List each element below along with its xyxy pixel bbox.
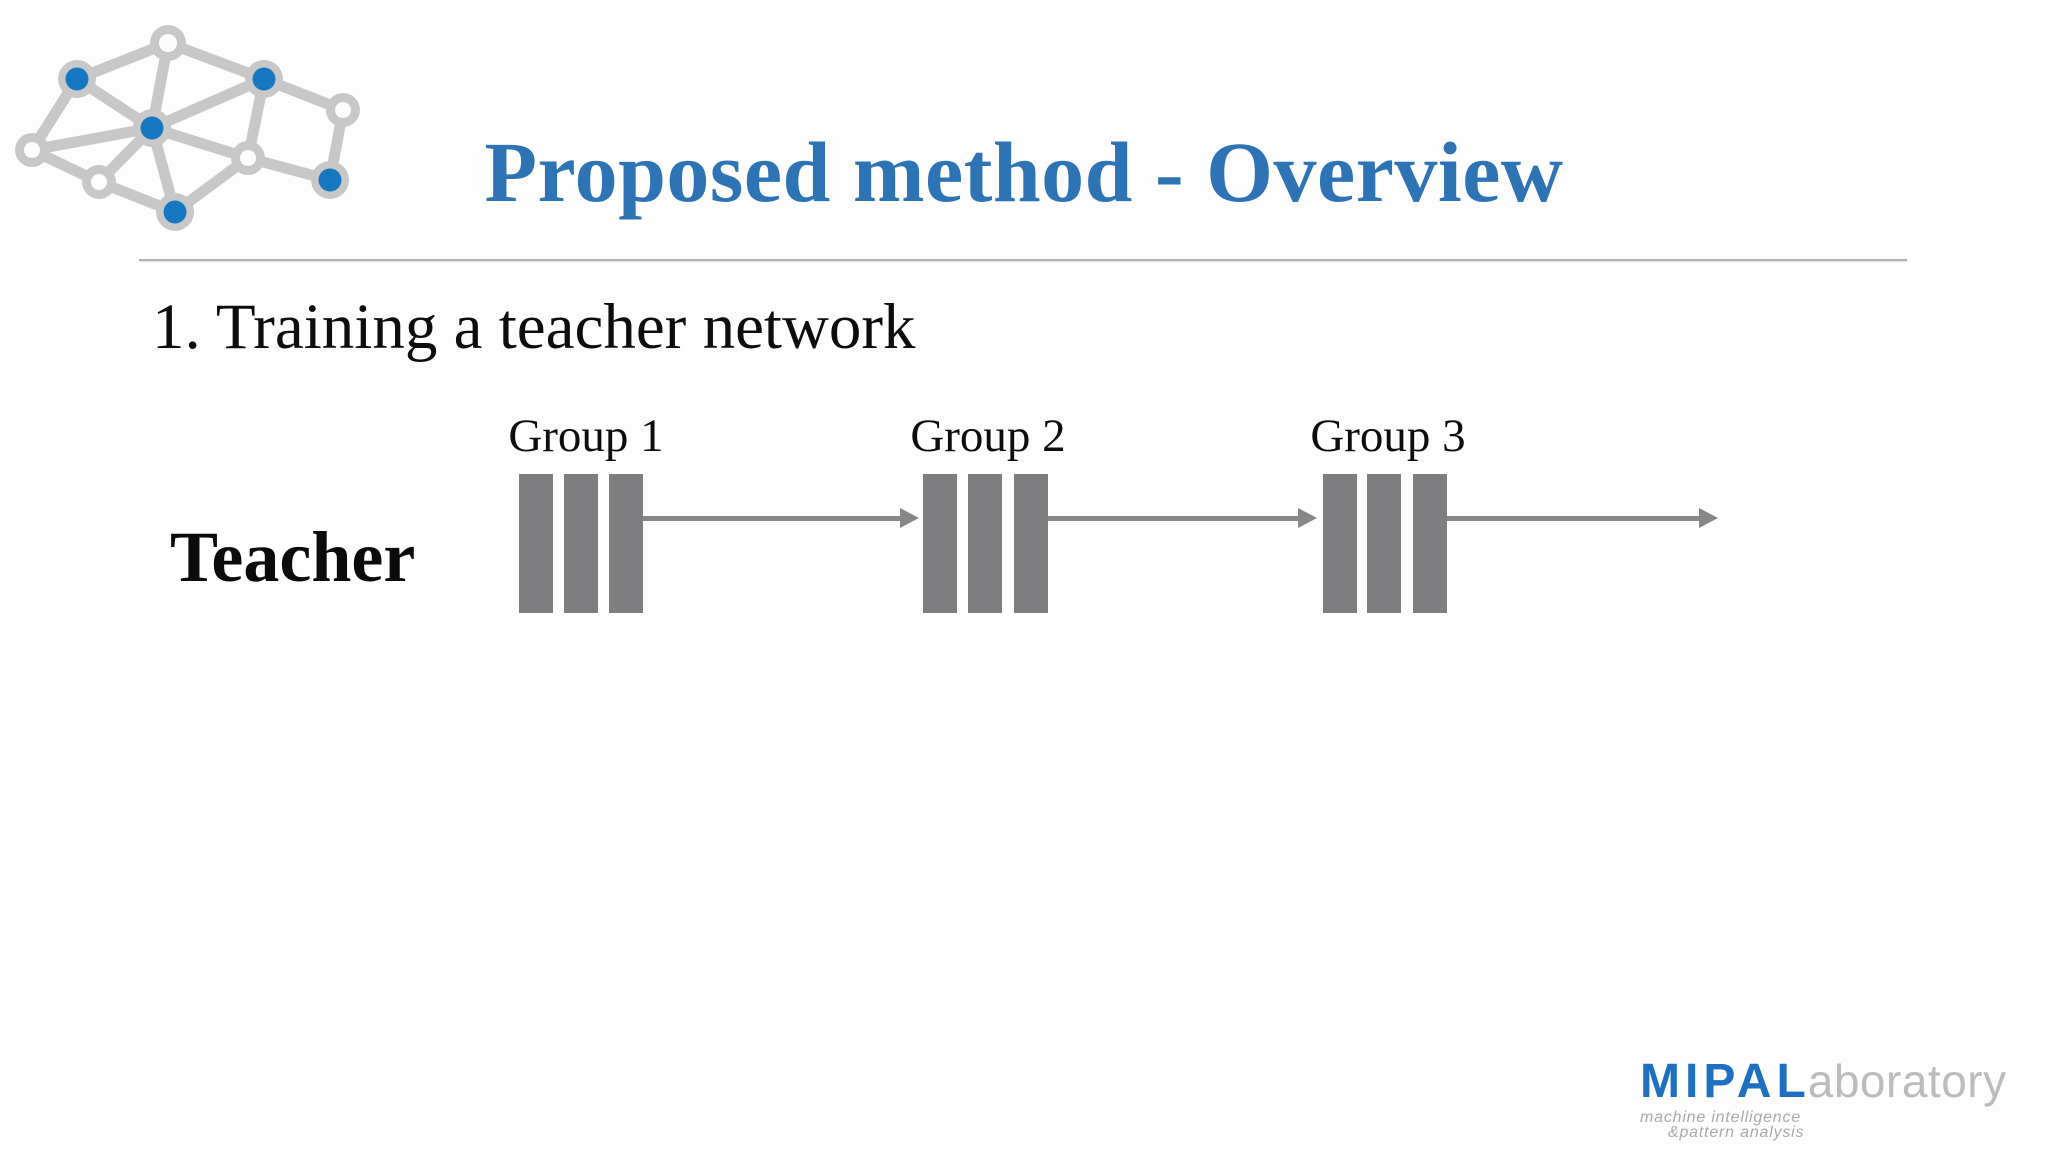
mipal-tagline-line2: &pattern analysis (1668, 1124, 1805, 1141)
arrow-shaft (1447, 515, 1699, 521)
group-1-bar (609, 474, 643, 613)
group-1-label: Group 1 (508, 410, 664, 462)
mipal-brand-row: MIPAL aboratory (1640, 1054, 2007, 1109)
mipal-logo: MIPAL aboratory machine intelligence &pa… (1640, 1054, 2007, 1141)
group-2-bar (923, 474, 957, 613)
mipal-tagline: machine intelligence &pattern analysis (1640, 1109, 2007, 1141)
arrow-shaft (1048, 515, 1298, 521)
group-1-bar (564, 474, 598, 613)
step-text: 1. Training a teacher network (152, 291, 916, 363)
group-2-label: Group 2 (910, 410, 1066, 462)
arrow-head-icon (1699, 508, 1718, 528)
teacher-label: Teacher (170, 517, 416, 597)
logo-hollow-nodes (15, 25, 360, 199)
title-divider (139, 259, 1907, 262)
group-3-bar (1413, 474, 1447, 613)
arrow-group2-to-group3 (1048, 508, 1317, 528)
arrow-group1-to-group2 (643, 508, 919, 528)
page-title: Proposed method - Overview (484, 124, 1564, 220)
group-3-bar (1367, 474, 1401, 613)
group-3-label: Group 3 (1310, 410, 1466, 462)
mipal-brand-bold: MIPAL (1640, 1055, 1811, 1108)
arrow-head-icon (1298, 508, 1317, 528)
arrow-shaft (643, 515, 900, 521)
group-3-bar (1323, 474, 1357, 613)
mipal-tagline-line1: machine intelligence (1640, 1109, 1801, 1126)
group-1-bar (519, 474, 553, 613)
arrow-head-icon (900, 508, 919, 528)
group-2-bar (1014, 474, 1048, 613)
mipal-brand-rest: aboratory (1807, 1055, 2007, 1107)
brain-network-logo (15, 25, 360, 231)
arrow-group3-out (1447, 508, 1718, 528)
group-2-bar (968, 474, 1002, 613)
logo-blue-nodes (58, 60, 349, 231)
